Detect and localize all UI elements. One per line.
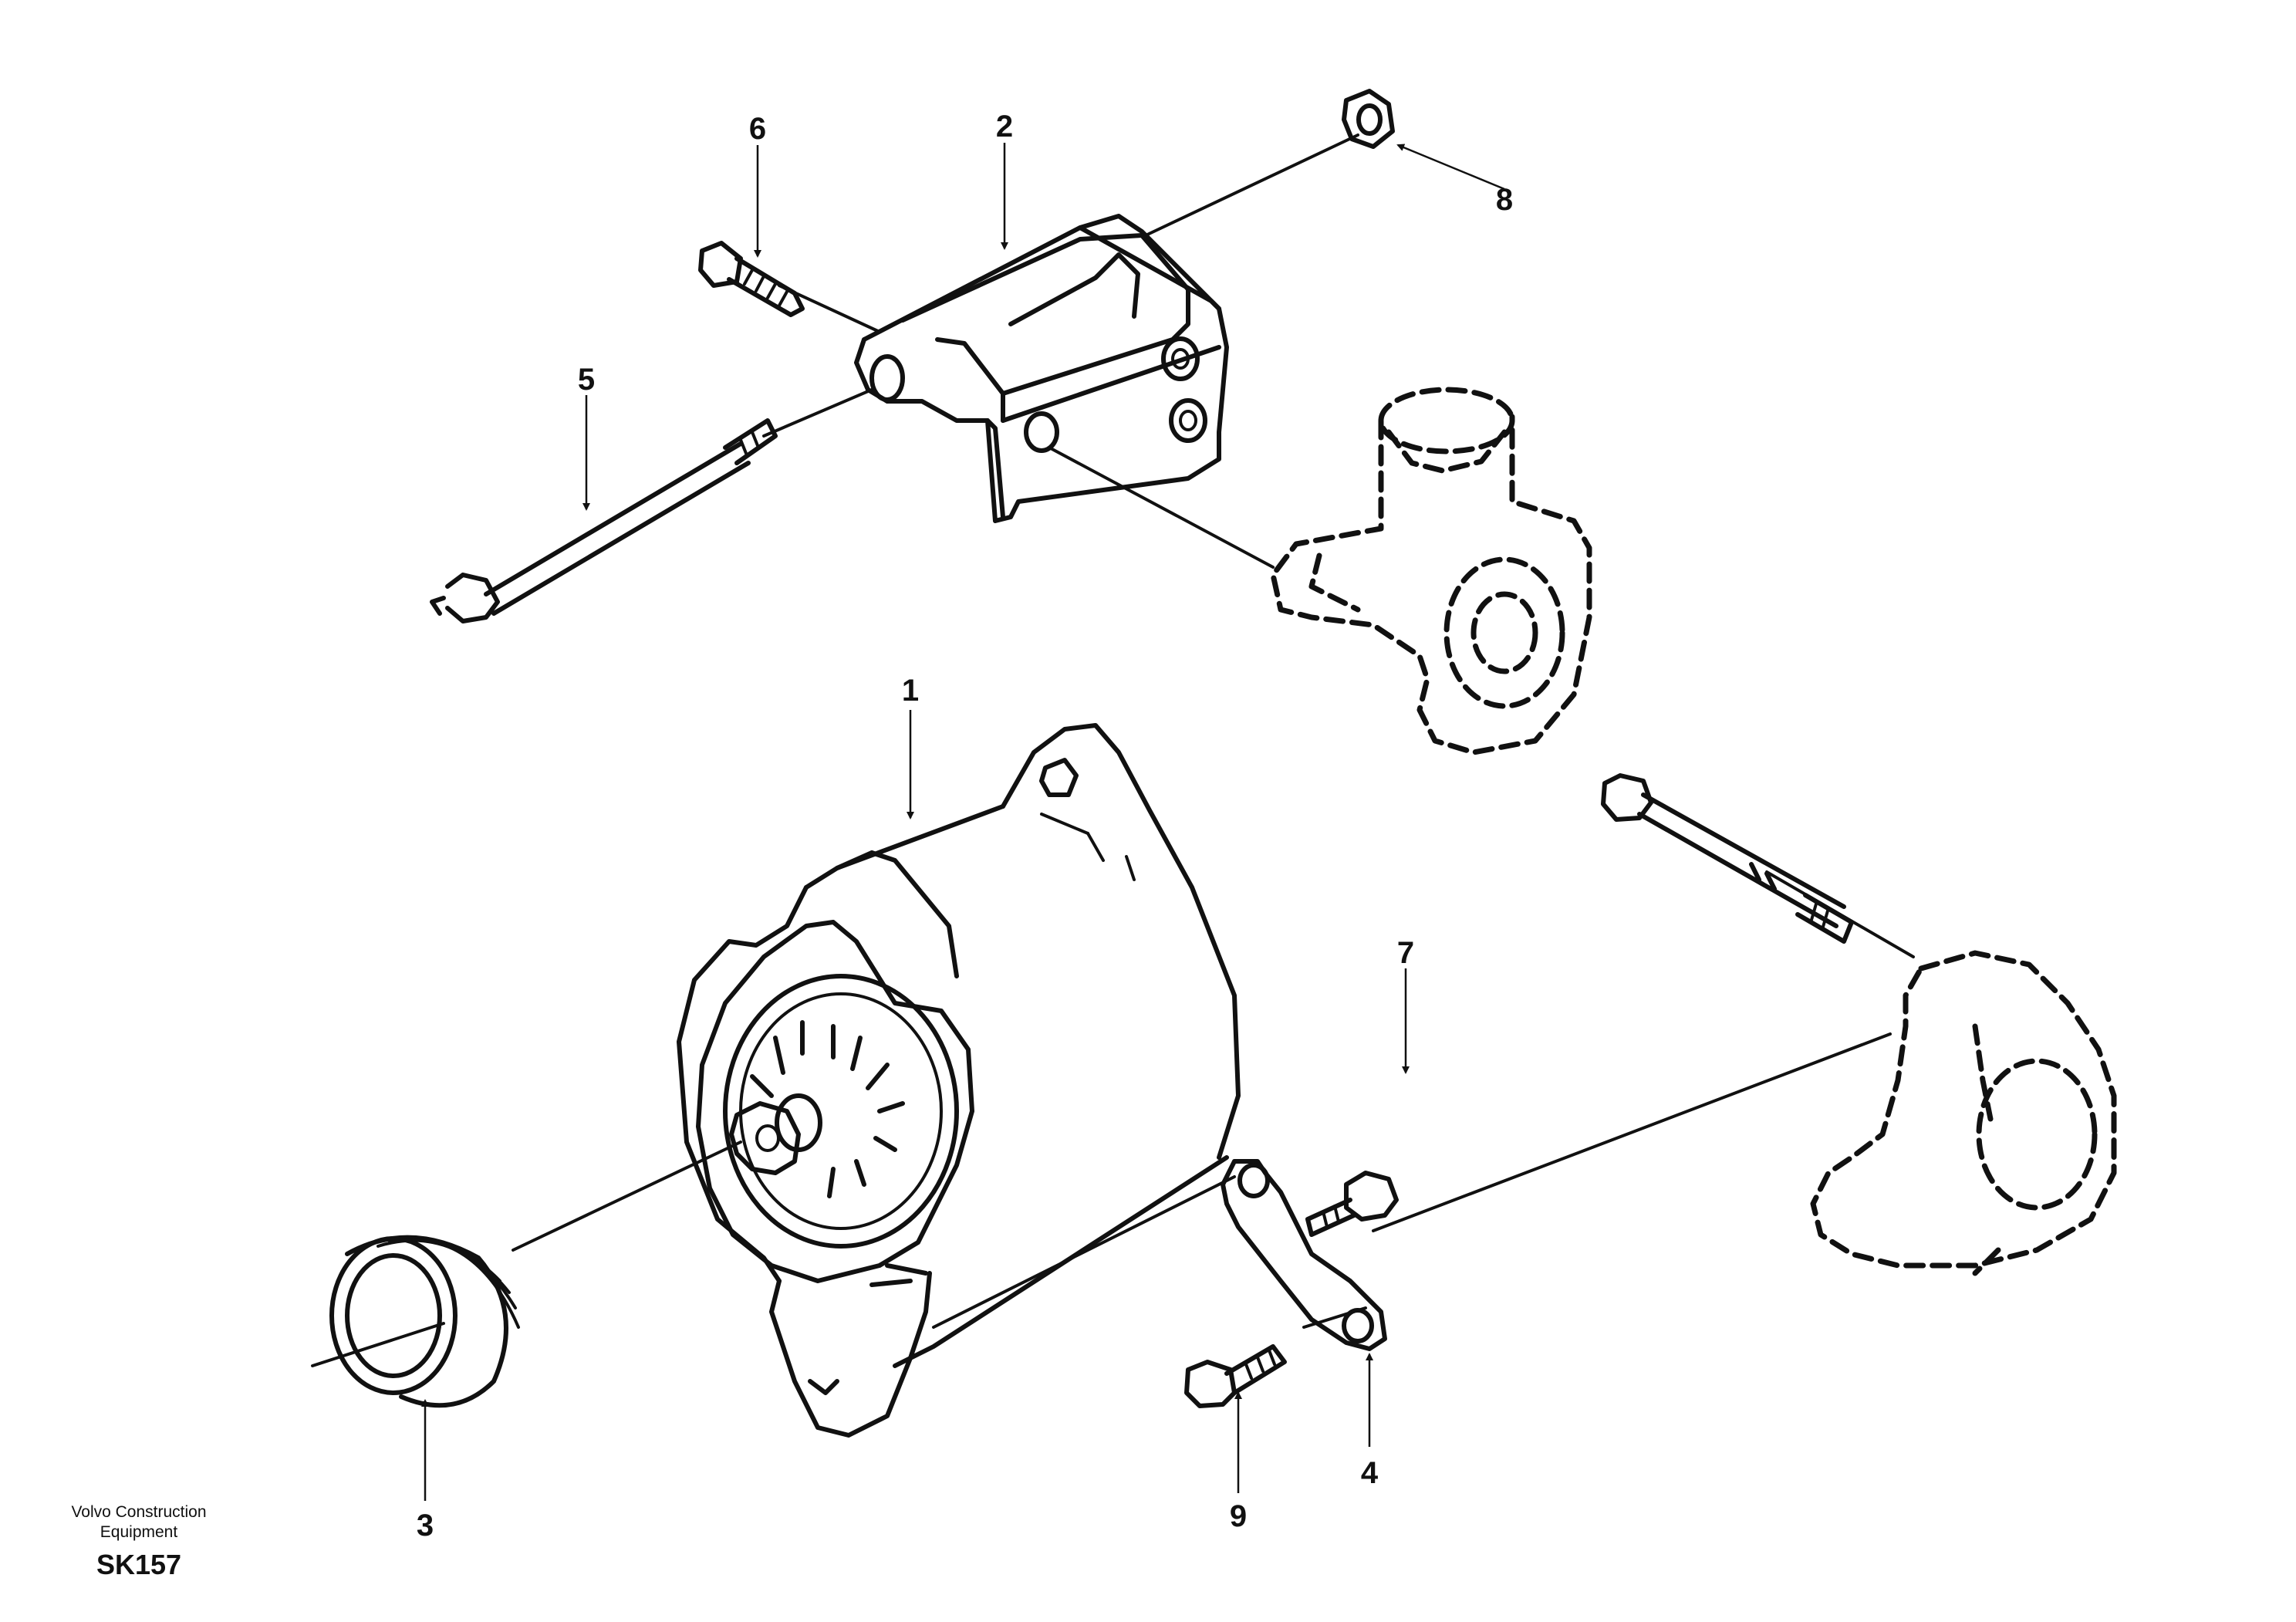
callout-4: 4: [1361, 1456, 1379, 1490]
alternator-part-1: [677, 723, 1241, 1438]
alternator-fan-slots: [750, 1020, 905, 1198]
sheet-id: SK157: [96, 1549, 181, 1580]
lower-assembly-lines: [311, 870, 1915, 1367]
small-bolt-part-7: [1305, 1171, 1399, 1237]
long-bolt-right: [1601, 773, 1854, 944]
pulley-part-3: [329, 1235, 520, 1408]
company-name-line2: Equipment: [100, 1523, 178, 1541]
callout-8: 8: [1496, 183, 1513, 217]
callout-6: 6: [749, 112, 766, 146]
adjusting-link-part-4: [1221, 1159, 1387, 1351]
callout-5: 5: [578, 363, 595, 397]
dashed-housing-upper: [1270, 387, 1592, 755]
footer-block: Volvo Construction Equipment SK157: [71, 1503, 206, 1580]
callout-3: 3: [417, 1509, 434, 1543]
callout-labels: 1 2 3 4 5 6 7 8 9: [417, 110, 1513, 1543]
short-bolt-part-6: [698, 241, 805, 317]
mounting-bracket-part-2: [854, 214, 1229, 523]
callout-9: 9: [1230, 1499, 1247, 1533]
callout-leaders: [421, 143, 1505, 1501]
upper-assembly-lines: [762, 133, 1359, 569]
callout-1: 1: [902, 674, 919, 708]
bolt-part-9: [1184, 1344, 1287, 1408]
callout-2: 2: [996, 110, 1013, 144]
nut-part-8: [1342, 89, 1395, 149]
callout-7: 7: [1397, 936, 1414, 970]
company-name-line1: Volvo Construction: [71, 1503, 206, 1521]
dashed-housing-lower: [1810, 950, 2117, 1276]
long-bolt-part-5: [430, 418, 778, 623]
